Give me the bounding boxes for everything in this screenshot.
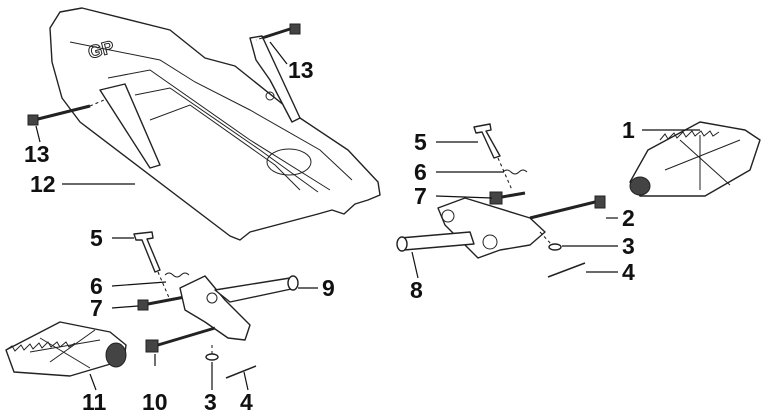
- callout-6-left: 6: [90, 273, 103, 299]
- right-footpeg-assembly: [396, 121, 761, 278]
- callout-12: 12: [30, 171, 56, 197]
- callout-5-left: 5: [90, 225, 103, 251]
- leader-lines: [35, 41, 700, 391]
- callout-1: 1: [622, 117, 635, 143]
- callout-6-right: 6: [414, 159, 427, 185]
- callout-8: 8: [410, 277, 423, 303]
- callout-5-right: 5: [414, 129, 427, 155]
- callout-2: 2: [622, 205, 635, 231]
- callout-13-left: 13: [24, 141, 50, 167]
- bolt-13-left: [27, 99, 105, 126]
- callout-10: 10: [142, 389, 168, 415]
- callout-labels: 13 13 12 5 6 7 9 11 10 3 4 5 6 7 1 2 3 4…: [24, 57, 635, 415]
- callout-9: 9: [322, 275, 335, 301]
- left-footpeg-assembly: [5, 231, 299, 379]
- callout-7-right: 7: [414, 183, 427, 209]
- callout-13-top: 13: [288, 57, 314, 83]
- callout-3-left: 3: [204, 389, 217, 415]
- callout-11: 11: [82, 389, 107, 415]
- callout-4-left: 4: [240, 389, 253, 415]
- callout-3-right: 3: [622, 233, 635, 259]
- callout-7-left: 7: [90, 295, 103, 321]
- callout-4-right: 4: [622, 259, 635, 285]
- bolt-13-top: [255, 23, 301, 41]
- skid-plate: GP: [49, 7, 381, 241]
